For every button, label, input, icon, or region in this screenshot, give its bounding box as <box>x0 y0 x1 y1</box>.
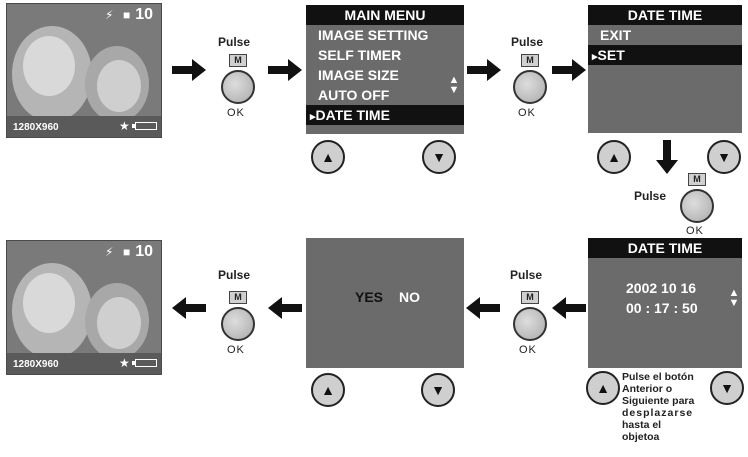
m-key-5: M <box>521 291 539 304</box>
ok-label-2: OK <box>518 107 536 119</box>
resolution-label: 1280X960 <box>13 122 59 133</box>
shot-count: 10 <box>135 6 153 23</box>
ok-button-1[interactable] <box>221 70 255 104</box>
ok-label-1: OK <box>227 107 245 119</box>
arrow-left-1 <box>172 297 206 319</box>
menu-item-image-size[interactable]: IMAGE SIZE <box>318 67 399 83</box>
ok-label-3: OK <box>686 225 704 237</box>
m-key-1: M <box>229 54 247 67</box>
note-line: hasta el <box>622 419 662 431</box>
pulse-label-2: Pulse <box>511 35 544 49</box>
photo-children <box>7 241 161 374</box>
date-value[interactable]: 2002 10 16 <box>626 280 697 296</box>
arrow-left-2 <box>268 297 302 319</box>
down-arrow-icon: ▼ <box>717 149 731 165</box>
up-button-4[interactable]: ▲ <box>586 371 620 405</box>
ok-button-5[interactable] <box>513 307 547 341</box>
star-icon: ★ <box>119 119 130 133</box>
yes-option[interactable]: YES <box>355 289 384 305</box>
note-line: Anterior o <box>622 383 673 395</box>
ok-button-4[interactable] <box>221 307 255 341</box>
pulse-label-4: Pulse <box>218 268 251 282</box>
camera-preview-top: ⚡︎ ■ 10 1280X960 ★ <box>6 3 162 138</box>
down-button-2[interactable]: ▼ <box>707 140 741 174</box>
main-menu-title: MAIN MENU <box>306 5 464 25</box>
camera-icon: ■ <box>123 8 131 22</box>
menu-item-set[interactable]: SET <box>588 45 742 65</box>
flash-off-icon: ⚡︎ <box>105 245 114 259</box>
battery-icon <box>132 122 157 130</box>
scroll-updown-icon: ▲▼ <box>728 287 740 309</box>
pulse-label-5: Pulse <box>510 268 543 282</box>
menu-item-image-setting[interactable]: IMAGE SETTING <box>318 27 429 43</box>
arrow-right-1 <box>172 59 206 81</box>
arrow-down <box>656 140 678 174</box>
m-key-4: M <box>229 291 247 304</box>
photo-children <box>7 4 161 137</box>
battery-icon <box>132 359 157 367</box>
no-option[interactable]: NO <box>399 289 420 305</box>
note-line: Siguiente para <box>622 395 695 407</box>
arrow-left-3 <box>466 297 500 319</box>
down-arrow-icon: ▼ <box>431 382 445 398</box>
down-arrow-icon: ▼ <box>720 380 734 396</box>
up-arrow-icon: ▲ <box>321 382 335 398</box>
arrow-left-4 <box>552 297 586 319</box>
ok-button-3[interactable] <box>680 189 714 223</box>
down-button-1[interactable]: ▼ <box>422 140 456 174</box>
menu-item-exit[interactable]: EXIT <box>600 27 632 43</box>
up-button-3[interactable]: ▲ <box>311 373 345 407</box>
down-button-4[interactable]: ▼ <box>710 371 744 405</box>
date-time-edit-title: DATE TIME <box>588 238 742 258</box>
menu-item-self-timer[interactable]: SELF TIMER <box>318 47 402 63</box>
up-arrow-icon: ▲ <box>596 380 610 396</box>
main-menu-screen: MAIN MENU IMAGE SETTING SELF TIMER IMAGE… <box>306 5 464 134</box>
down-arrow-icon: ▼ <box>432 149 446 165</box>
up-arrow-icon: ▲ <box>321 149 335 165</box>
star-icon: ★ <box>119 356 130 370</box>
m-key-3: M <box>688 173 706 186</box>
confirm-screen: YES NO <box>306 238 464 368</box>
up-arrow-icon: ▲ <box>607 149 621 165</box>
arrow-right-2 <box>268 59 302 81</box>
pulse-label-3: Pulse <box>634 189 667 203</box>
note-line: objetoa <box>622 431 660 443</box>
note-line: desplazarse <box>622 407 694 419</box>
flash-off-icon: ⚡︎ <box>105 8 114 22</box>
menu-item-auto-off[interactable]: AUTO OFF <box>318 87 390 103</box>
date-time-menu-screen: DATE TIME EXIT SET <box>588 5 742 133</box>
shot-count: 10 <box>135 243 153 260</box>
camera-icon: ■ <box>123 245 131 259</box>
date-time-edit-screen: DATE TIME 2002 10 16 00 : 17 : 50 ▲▼ <box>588 238 742 368</box>
scroll-updown-icon: ▲▼ <box>448 74 460 96</box>
resolution-label: 1280X960 <box>13 359 59 370</box>
date-time-menu-title: DATE TIME <box>588 5 742 25</box>
pulse-label-1: Pulse <box>218 35 251 49</box>
ok-label-4: OK <box>227 344 245 356</box>
m-key-2: M <box>521 54 539 67</box>
menu-item-date-time[interactable]: DATE TIME <box>306 105 464 125</box>
ok-label-5: OK <box>519 344 537 356</box>
ok-button-2[interactable] <box>513 70 547 104</box>
up-button-2[interactable]: ▲ <box>597 140 631 174</box>
time-value[interactable]: 00 : 17 : 50 <box>626 300 698 316</box>
down-button-3[interactable]: ▼ <box>421 373 455 407</box>
up-button-1[interactable]: ▲ <box>311 140 345 174</box>
instruction-note: Pulse el botón Anterior o Siguiente para… <box>622 371 714 443</box>
note-line: Pulse el botón <box>622 371 694 383</box>
arrow-right-4 <box>552 59 586 81</box>
arrow-right-3 <box>467 59 501 81</box>
camera-preview-bottom: ⚡︎ ■ 10 1280X960 ★ <box>6 240 162 375</box>
